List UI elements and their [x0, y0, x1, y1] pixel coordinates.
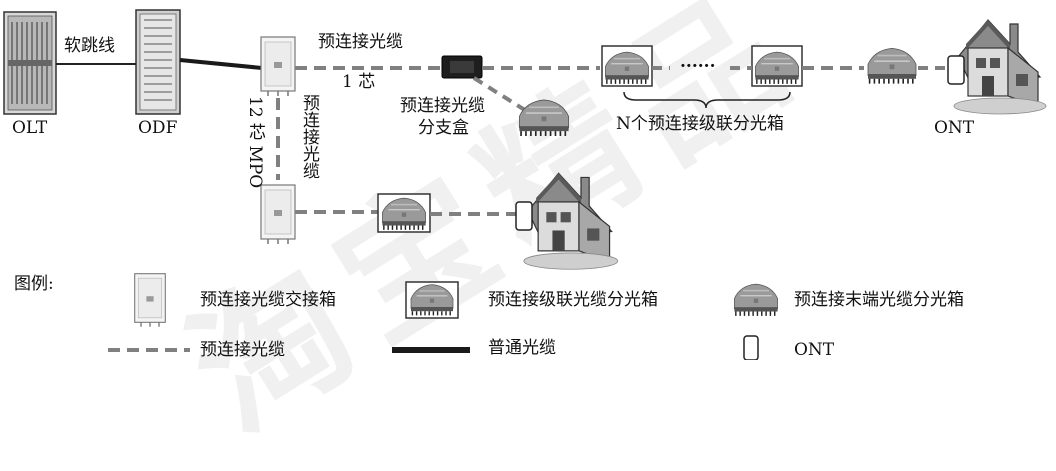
odf-rack — [135, 9, 181, 115]
label-olt: OLT — [12, 118, 48, 138]
legend-cross-box-label: 预连接光缆交接箱 — [200, 290, 336, 310]
label-soft-jumper: 软跳线 — [64, 36, 115, 56]
legend-ont-icon — [743, 335, 759, 360]
end-box-top — [867, 47, 917, 85]
ont-bottom — [515, 201, 533, 231]
house-top — [953, 19, 1047, 115]
legend-title: 图例: — [14, 274, 54, 294]
cross-box-bottom — [260, 184, 296, 245]
label-precon-cable-top: 预连接光缆 — [318, 32, 403, 52]
label-core-mpo: 12 芯 MPO — [245, 96, 265, 189]
label-branch-box-1: 预连接光缆 — [400, 96, 485, 116]
label-precon-cable-vertical: 预连接光缆 — [299, 94, 319, 179]
precon-cable-diagonal — [472, 76, 530, 114]
ont-top — [947, 55, 965, 85]
legend-end-box-label: 预连接末端光缆分光箱 — [794, 290, 964, 310]
legend-cascade-box-label: 预连接级联光缆分光箱 — [488, 290, 658, 310]
end-box-branch — [518, 99, 570, 137]
label-one-core: 1 芯 — [342, 72, 376, 92]
legend-normal-cable-label: 普通光缆 — [488, 338, 556, 358]
label-n-cascade: N个预连接级联分光箱 — [616, 114, 784, 134]
legend-ont-label: ONT — [794, 340, 835, 360]
diagram-graphics — [3, 9, 1047, 360]
house-bottom — [523, 172, 619, 270]
label-odf: ODF — [138, 118, 178, 138]
cascade-brace — [623, 91, 791, 109]
legend-cross-box-icon — [134, 273, 166, 328]
label-ont: ONT — [934, 118, 975, 138]
legend-precon-cable-label: 预连接光缆 — [200, 340, 285, 360]
fiber-network-diagram: 淘宝精品 — [3, 0, 1047, 464]
branch-box — [441, 55, 483, 79]
cross-box-top — [260, 36, 296, 97]
legend-end-box-icon — [733, 283, 779, 317]
normal-cable-odf — [179, 58, 263, 70]
label-branch-box-2: 分支盒 — [418, 118, 469, 138]
olt-rack — [3, 11, 57, 115]
label-dots: ...... — [680, 52, 716, 72]
